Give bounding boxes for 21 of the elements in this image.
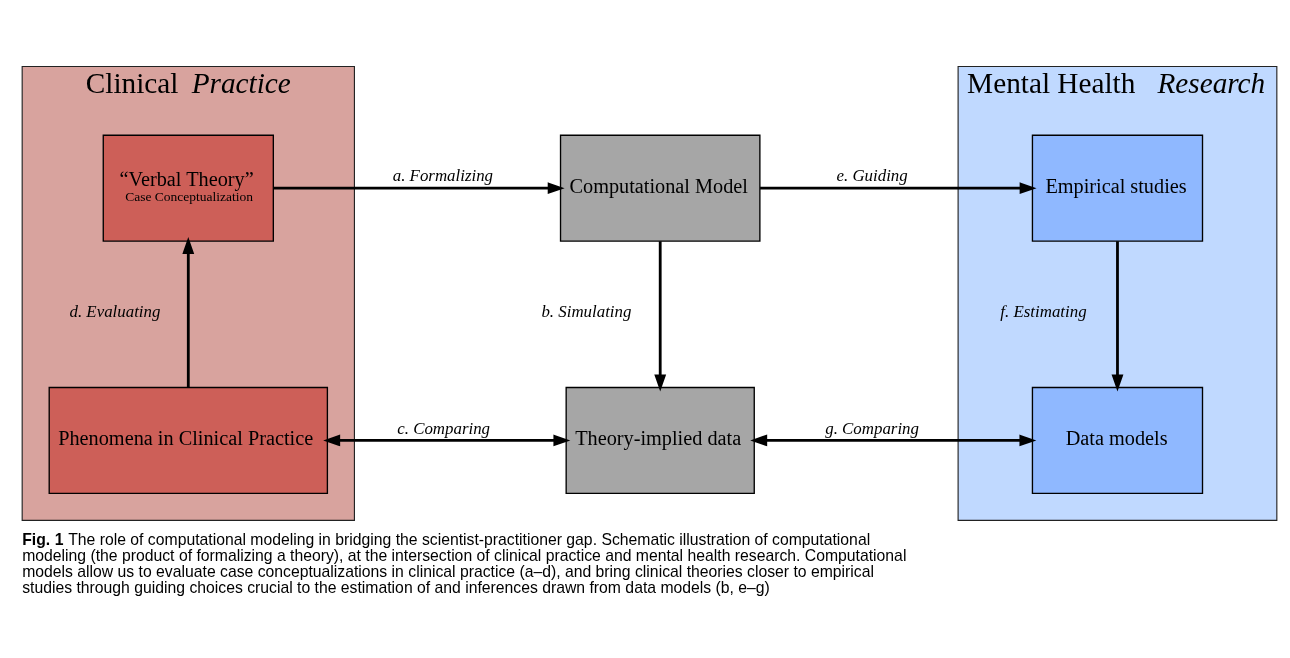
- arrow: [273, 181, 565, 194]
- edge-label: g. Comparing: [825, 418, 919, 438]
- arrow: [654, 240, 667, 391]
- node-box: Data models: [1031, 386, 1204, 494]
- node-box: Empirical studies: [1031, 134, 1204, 242]
- edge-label: d. Evaluating: [69, 301, 161, 321]
- edge-label: e. Guiding: [836, 165, 908, 185]
- node-box: Theory-implied data: [565, 386, 755, 494]
- arrow: [182, 236, 195, 387]
- arrow: [323, 434, 571, 446]
- edge-label: a. Formalizing: [392, 165, 494, 185]
- edge-label: b. Simulating: [541, 301, 632, 321]
- node-box: “Verbal Theory” Case Conceptualization: [102, 134, 274, 242]
- arrow: [760, 181, 1037, 194]
- edge-label: f. Estimating: [1000, 301, 1087, 321]
- arrow: [1111, 240, 1124, 391]
- node-box: Computational Model: [559, 134, 761, 242]
- node-box: Phenomena in Clinical Practice: [48, 386, 329, 494]
- arrow: [750, 434, 1037, 446]
- edge-label: c. Comparing: [397, 418, 491, 438]
- caption: Fig. 1 The role of computational modeling in bridging the scientist-practitioner gap. Schematic illustration of computational modeling (the product of formalizing a theory), at the intersection of clinical practice and mental health research. Computational models allow us to evaluate case conceptualizations in clinical practice (a–d), and bring clinical theories closer to empirical studies through guiding choices crucial to the estimation of and inferences drawn from data models (b, e–g): [22, 530, 907, 596]
